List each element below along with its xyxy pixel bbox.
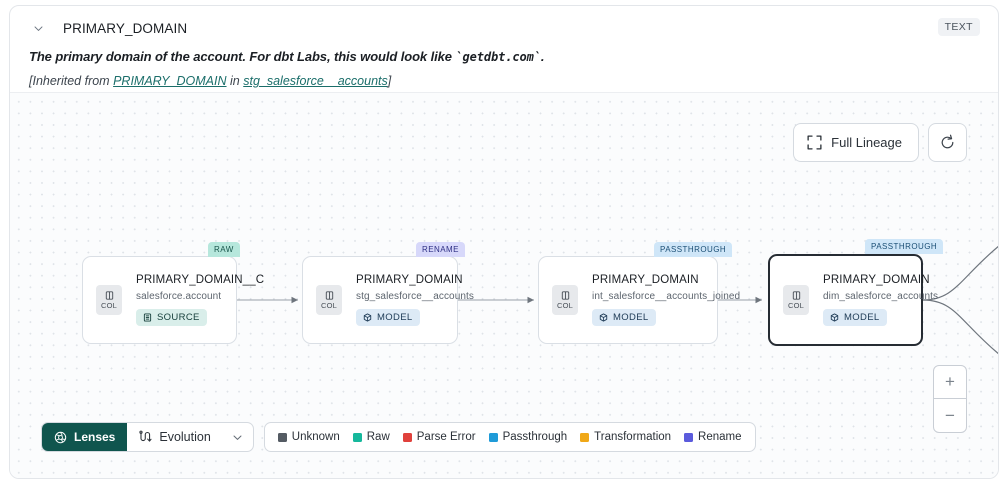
expand-icon bbox=[807, 135, 822, 150]
col-badge: COL bbox=[316, 285, 342, 315]
bottom-toolbar: Lenses Evolution Unknown Raw bbox=[41, 422, 756, 452]
node-type-label: MODEL bbox=[613, 311, 649, 323]
node-name: PRIMARY_DOMAIN__C bbox=[136, 273, 265, 286]
zoom-controls: + − bbox=[933, 365, 967, 433]
column-description: The primary domain of the account. For d… bbox=[29, 49, 980, 64]
legend-item: Unknown bbox=[277, 431, 340, 443]
zoom-in-button[interactable]: + bbox=[934, 366, 966, 399]
node-subtitle: int_salesforce__accounts_joined bbox=[592, 290, 741, 302]
inherited-prefix: [Inherited from bbox=[29, 74, 114, 88]
node-type-badge: MODEL bbox=[823, 308, 887, 326]
chevron-down-icon bbox=[232, 432, 243, 443]
evolution-icon bbox=[138, 430, 152, 444]
page-title: PRIMARY_DOMAIN bbox=[63, 20, 188, 36]
node-type-badge: MODEL bbox=[356, 308, 420, 326]
inherited-middle: in bbox=[226, 74, 244, 88]
node-type-label: MODEL bbox=[844, 311, 880, 323]
node-tag: PASSTHROUGH bbox=[865, 239, 944, 254]
description-code: `getdbt.com` bbox=[455, 50, 541, 64]
node-type-badge: SOURCE bbox=[136, 308, 207, 326]
legend-item: Parse Error bbox=[402, 431, 476, 443]
lineage-node[interactable]: PASSTHROUGH COL PRIMARY_DOMAIN int_sales… bbox=[538, 242, 740, 344]
col-label: COL bbox=[100, 301, 118, 311]
inherited-from-note: [Inherited from PRIMARY_DOMAIN in stg_sa… bbox=[29, 74, 980, 88]
lineage-node[interactable]: RENAME COL PRIMARY_DOMAIN stg_salesforce… bbox=[302, 242, 474, 344]
legend-swatch bbox=[684, 432, 694, 442]
lineage-edges bbox=[237, 245, 998, 355]
col-label: COL bbox=[787, 301, 805, 311]
legend-label: Passthrough bbox=[502, 431, 568, 443]
full-lineage-label: Full Lineage bbox=[831, 135, 902, 150]
legend-swatch bbox=[488, 432, 498, 442]
node-tag: PASSTHROUGH bbox=[654, 242, 733, 257]
node-body: PRIMARY_DOMAIN int_salesforce__accounts_… bbox=[592, 274, 740, 327]
inherited-column-link[interactable]: PRIMARY_DOMAIN bbox=[113, 74, 227, 88]
columns-icon bbox=[561, 291, 569, 300]
cube-icon bbox=[830, 312, 839, 322]
legend-label: Rename bbox=[698, 431, 742, 443]
legend-label: Parse Error bbox=[416, 431, 476, 443]
aperture-icon bbox=[54, 431, 67, 444]
col-badge: COL bbox=[96, 285, 122, 315]
col-badge: COL bbox=[552, 285, 578, 315]
inherited-model-link[interactable]: stg_salesforce__accounts bbox=[243, 74, 388, 88]
full-lineage-button[interactable]: Full Lineage bbox=[793, 123, 919, 162]
legend-swatch bbox=[352, 432, 362, 442]
refresh-button[interactable] bbox=[928, 123, 967, 162]
node-type-label: SOURCE bbox=[157, 311, 200, 323]
type-badge: TEXT bbox=[937, 18, 980, 36]
lenses-button[interactable]: Lenses bbox=[42, 423, 128, 451]
description-text: The primary domain of the account. For d… bbox=[29, 49, 456, 64]
col-badge: COL bbox=[783, 285, 809, 315]
description-suffix: . bbox=[540, 49, 545, 64]
zoom-out-button[interactable]: − bbox=[945, 405, 955, 425]
evolution-dropdown[interactable]: Evolution bbox=[127, 423, 252, 451]
node-name: PRIMARY_DOMAIN bbox=[592, 273, 699, 286]
columns-icon bbox=[792, 291, 800, 300]
chevron-down-icon[interactable] bbox=[29, 19, 47, 37]
node-subtitle: dim_salesforce_accounts bbox=[823, 290, 939, 302]
legend-item: Transformation bbox=[580, 431, 671, 443]
legend-label: Raw bbox=[366, 431, 390, 443]
node-tag: RAW bbox=[208, 242, 240, 257]
evolution-label: Evolution bbox=[159, 430, 211, 444]
lenses-group: Lenses Evolution bbox=[41, 422, 254, 452]
legend-item: Rename bbox=[684, 431, 742, 443]
inherited-suffix: ] bbox=[387, 74, 392, 88]
node-body: PRIMARY_DOMAIN dim_salesforce_accounts M… bbox=[823, 274, 938, 327]
node-body: PRIMARY_DOMAIN stg_salesforce__accounts … bbox=[356, 274, 474, 327]
cube-icon bbox=[599, 312, 608, 322]
lineage-node[interactable]: RAW COL PRIMARY_DOMAIN__C salesforce.acc… bbox=[82, 242, 264, 344]
legend-item: Raw bbox=[352, 431, 390, 443]
lenses-label: Lenses bbox=[74, 430, 116, 444]
node-tag: RENAME bbox=[416, 242, 465, 257]
columns-icon bbox=[325, 291, 333, 300]
card-header: PRIMARY_DOMAIN TEXT The primary domain o… bbox=[10, 6, 998, 98]
legend-swatch bbox=[277, 432, 287, 442]
refresh-icon bbox=[939, 134, 956, 151]
legend-label: Transformation bbox=[594, 431, 672, 443]
legend-label: Unknown bbox=[291, 431, 340, 443]
column-detail-card: PRIMARY_DOMAIN TEXT The primary domain o… bbox=[9, 5, 999, 479]
col-label: COL bbox=[556, 301, 574, 311]
node-type-badge: MODEL bbox=[592, 308, 656, 326]
col-label: COL bbox=[320, 301, 338, 311]
lineage-canvas[interactable]: Full Lineage RAW COL bbox=[10, 92, 998, 478]
node-subtitle: salesforce.account bbox=[136, 290, 222, 302]
node-name: PRIMARY_DOMAIN bbox=[823, 273, 930, 286]
canvas-toolbar: Full Lineage bbox=[793, 123, 967, 162]
node-subtitle: stg_salesforce__accounts bbox=[356, 290, 475, 302]
columns-icon bbox=[105, 291, 113, 300]
database-icon bbox=[143, 312, 152, 322]
node-body: PRIMARY_DOMAIN__C salesforce.account SOU… bbox=[136, 274, 264, 327]
lineage-node-selected[interactable]: PASSTHROUGH COL PRIMARY_DOMAIN dim_sales… bbox=[768, 239, 944, 346]
cube-icon bbox=[363, 312, 372, 322]
legend-item: Passthrough bbox=[488, 431, 568, 443]
node-type-label: MODEL bbox=[377, 311, 413, 323]
legend: Unknown Raw Parse Error Passthrough Tran… bbox=[263, 422, 756, 452]
legend-swatch bbox=[580, 432, 590, 442]
node-name: PRIMARY_DOMAIN bbox=[356, 273, 463, 286]
legend-swatch bbox=[402, 432, 412, 442]
